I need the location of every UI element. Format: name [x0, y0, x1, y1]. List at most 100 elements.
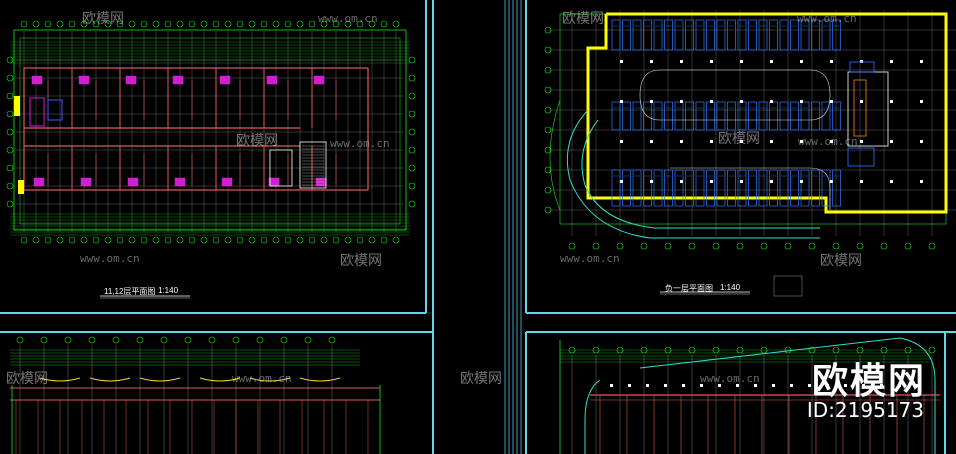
watermark-url-text: www.om.cn	[318, 12, 378, 25]
column	[736, 384, 739, 387]
column	[790, 384, 793, 387]
axis-bubble	[188, 236, 196, 244]
axis-bubble	[40, 336, 48, 344]
column	[770, 140, 773, 143]
watermark-url-text: www.om.cn	[232, 372, 292, 385]
column	[700, 384, 703, 387]
axis-bubble	[176, 236, 184, 244]
axis-bubble	[304, 336, 312, 344]
axis-bubble	[808, 242, 816, 250]
column	[800, 180, 803, 183]
axis-bubble	[688, 242, 696, 250]
column	[620, 180, 623, 183]
axis-bubble	[32, 236, 40, 244]
parking-stall	[790, 101, 799, 131]
parking-stall	[769, 19, 778, 51]
column	[862, 384, 865, 387]
fixture	[80, 177, 92, 187]
column	[650, 140, 653, 143]
axis-bubble	[20, 236, 28, 244]
watermark-url: www.om.cn	[797, 12, 857, 25]
parking-stall	[716, 19, 726, 51]
column	[898, 384, 901, 387]
axis-bubble	[212, 20, 220, 28]
fixture	[125, 75, 137, 85]
stair-core	[269, 149, 293, 187]
column	[620, 140, 623, 143]
ramp-curve	[639, 337, 936, 454]
column	[920, 180, 923, 183]
axis-bubble	[544, 206, 552, 214]
fixture	[268, 177, 280, 187]
axis-bubble	[904, 242, 912, 250]
axis-bubble	[152, 20, 160, 28]
axis-bubble	[160, 336, 168, 344]
axis-bubble	[6, 146, 14, 154]
parking-stall	[847, 147, 875, 167]
fixture	[313, 75, 325, 85]
parking-stall	[832, 169, 841, 207]
axis-bubble	[380, 20, 388, 28]
column	[620, 100, 623, 103]
sheet-gap-stripes	[504, 0, 522, 454]
column	[890, 180, 893, 183]
sheet-title-text: 11,12层平面图	[104, 287, 156, 296]
axis-bubble	[380, 236, 388, 244]
parking-stall	[664, 101, 673, 131]
stair-core	[299, 141, 327, 189]
column	[770, 100, 773, 103]
axis-bubble	[68, 236, 76, 244]
axis-bubble	[544, 186, 552, 194]
watermark-url: www.om.cn	[700, 372, 760, 385]
column	[800, 140, 803, 143]
column	[830, 60, 833, 63]
axis-bubble	[104, 236, 112, 244]
watermark-url: www.om.cn	[560, 252, 620, 265]
axis-bubble	[344, 236, 352, 244]
ramp-curve	[581, 119, 820, 229]
axis-bubble	[6, 92, 14, 100]
fixture	[221, 177, 233, 187]
fixture	[127, 177, 139, 187]
axis-bubble	[344, 20, 352, 28]
parking-stall	[849, 61, 875, 73]
fixture	[31, 75, 43, 85]
column	[800, 60, 803, 63]
axis-bubble	[544, 86, 552, 94]
dimension-frame	[13, 29, 407, 231]
axis-bubble	[616, 242, 624, 250]
column	[860, 100, 863, 103]
axis-bubble	[80, 236, 88, 244]
basement-boundary	[586, 12, 948, 214]
column	[808, 384, 811, 387]
parking-stall	[727, 101, 736, 131]
parking-stall	[706, 19, 715, 51]
axis-bubble	[164, 20, 172, 28]
column	[740, 140, 743, 143]
dimension-curve	[549, 99, 561, 211]
watermark-brand-text: 欧模网	[562, 11, 604, 27]
column	[710, 140, 713, 143]
axis-bubble	[664, 346, 672, 354]
column	[740, 100, 743, 103]
axis-bubble	[140, 20, 148, 28]
column	[844, 384, 847, 387]
watermark-brand-text: 欧模网	[460, 371, 502, 387]
axis-bubble	[272, 20, 280, 28]
axis-bubble	[248, 20, 256, 28]
sheet-scale-text: 1:140	[158, 286, 179, 295]
axis-bubble	[356, 236, 364, 244]
parking-stall	[632, 101, 642, 131]
axis-bubble	[408, 92, 416, 100]
column	[800, 100, 803, 103]
axis-bubble	[408, 110, 416, 118]
parking-stall	[611, 169, 621, 207]
axis-bubble	[544, 146, 552, 154]
column	[620, 60, 623, 63]
parking-stall	[800, 169, 810, 207]
watermark-url: www.om.cn	[318, 12, 378, 25]
axis-bubble	[232, 336, 240, 344]
watermark-url: www.om.cn	[330, 137, 390, 150]
axis-bubble	[200, 236, 208, 244]
parking-stall	[821, 19, 831, 51]
